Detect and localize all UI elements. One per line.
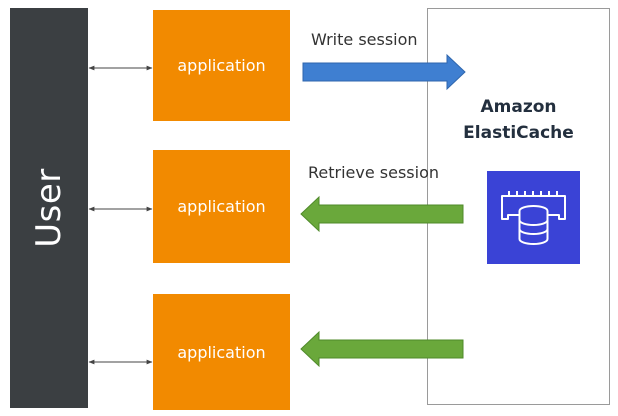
user-actor — [10, 8, 88, 408]
elasticache-title: Amazon ElastiCache — [427, 94, 610, 146]
application-node-1[interactable]: application — [153, 10, 290, 121]
write-session-label: Write session — [311, 30, 418, 49]
application-node-3[interactable]: application — [153, 294, 290, 410]
application-label: application — [177, 342, 266, 362]
retrieve-session-arrow-2 — [300, 330, 464, 368]
retrieve-session-arrow — [300, 195, 464, 233]
application-node-2[interactable]: application — [153, 150, 290, 263]
elasticache-icon — [487, 171, 580, 264]
application-label: application — [177, 56, 266, 75]
elasticache-title-line-1: Amazon — [480, 97, 557, 117]
elasticache-title-line-2: ElastiCache — [463, 123, 574, 143]
write-session-arrow — [302, 53, 466, 91]
retrieve-session-label: Retrieve session — [308, 163, 440, 182]
elasticache-icon-glyph — [501, 191, 566, 245]
application-label: application — [177, 197, 266, 216]
